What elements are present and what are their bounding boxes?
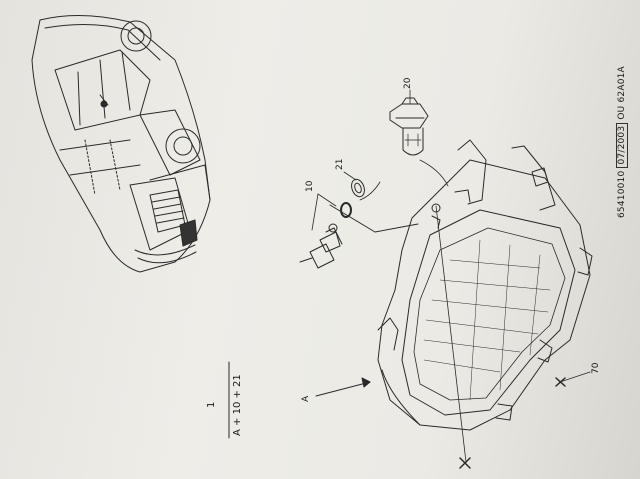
formula-numerator: 1 xyxy=(206,401,217,408)
seal-part-21 xyxy=(343,171,365,198)
formula-denominator: A + 10 + 21 xyxy=(232,374,243,436)
footer-code: 62A01A xyxy=(617,66,627,103)
adjuster-marker xyxy=(459,457,471,469)
callout-20: 20 xyxy=(403,77,413,89)
footer-separator: OU xyxy=(617,105,627,120)
footer-date: 07/2003 xyxy=(616,122,628,168)
callout-70: 70 xyxy=(591,362,601,374)
bulb-part-20 xyxy=(389,89,429,156)
headlamp-assembly xyxy=(377,139,593,463)
footer-reference: 65410010 07/2003 OU 62A01A xyxy=(616,66,628,218)
footer-ref-number: 65410010 xyxy=(617,170,627,218)
callout-10: 10 xyxy=(305,180,315,192)
socket-part-10 xyxy=(299,193,352,269)
van-illustration xyxy=(31,15,211,273)
assembly-a-arrow xyxy=(315,377,371,397)
callout-21: 21 xyxy=(335,158,345,170)
part-70-marker xyxy=(555,371,591,387)
callout-assembly-a: A xyxy=(301,395,311,402)
